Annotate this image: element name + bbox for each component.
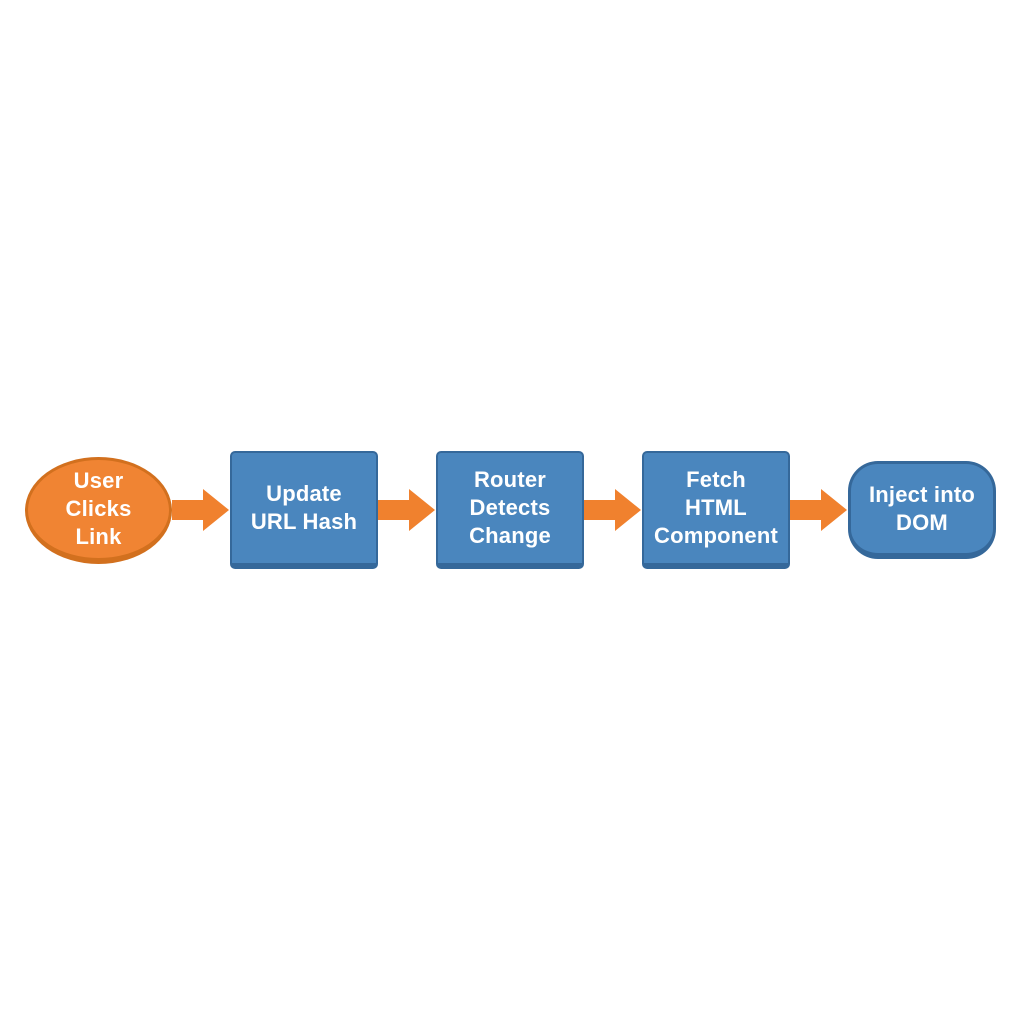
node-fetch-html-component: Fetch HTML Component [642, 451, 790, 569]
node-router-detects-change: Router Detects Change [436, 451, 584, 569]
node-label-line: Clicks [65, 495, 132, 521]
arrow-right-icon [584, 489, 641, 531]
node-label-line: Change [469, 523, 551, 548]
node-label-line: HTML [685, 495, 747, 520]
arrow-right-icon [790, 489, 847, 531]
node-label-line: Router [473, 467, 547, 492]
node-label-line: Link [75, 523, 122, 549]
node-label-line: Component [653, 523, 778, 548]
node-label-line: Detects [469, 495, 551, 520]
arrow-right-icon [172, 489, 229, 531]
flowchart-row: User Clicks Link Update URL Hash Router … [25, 451, 996, 569]
node-label-line: URL Hash [250, 509, 358, 534]
node-update-url-hash: Update URL Hash [230, 451, 378, 569]
arrow-right-icon [378, 489, 435, 531]
node-inject-into-dom: Inject into DOM [848, 461, 996, 559]
node-label-line: Inject into [868, 481, 976, 507]
node-label-line: DOM [896, 509, 948, 535]
node-label-line: User [73, 467, 124, 493]
node-label-line: Update [266, 481, 342, 506]
node-label-line: Fetch [686, 467, 746, 492]
node-user-clicks-link: User Clicks Link [25, 456, 172, 564]
